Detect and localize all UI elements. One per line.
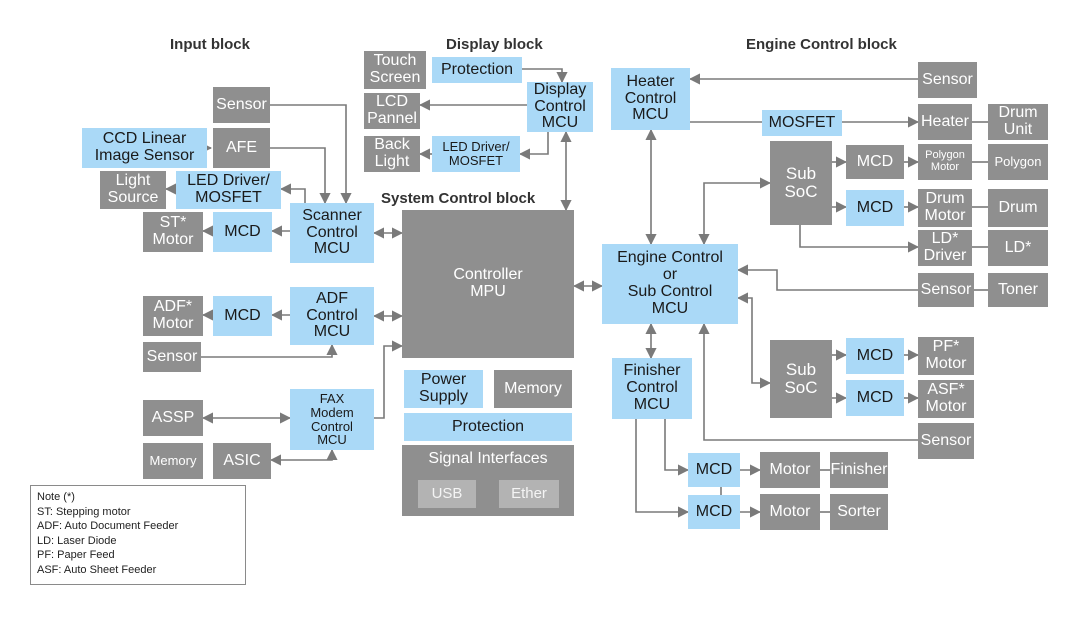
engine-sensor-bottom-box: Sensor — [918, 423, 974, 459]
engine-control-mcu-box: Engine Control or Sub Control MCU — [602, 244, 738, 324]
note-line-adf: ADF: Auto Document Feeder — [37, 520, 179, 532]
note-line-ld: LD: Laser Diode — [37, 534, 117, 547]
asic-box: ASIC — [213, 443, 271, 479]
display-protection-box: Protection — [432, 57, 522, 83]
afe-box: AFE — [213, 128, 270, 168]
engine-block-title: Engine Control block — [746, 36, 897, 53]
finisher-control-mcu-box: Finisher Control MCU — [612, 358, 692, 419]
adf-sensor-box: Sensor — [143, 342, 201, 372]
signal-interfaces-label: Signal Interfaces — [428, 450, 548, 467]
ld-box: LD* — [988, 230, 1048, 266]
display-block-title: Display block — [446, 36, 543, 53]
heater-box: Heater — [918, 104, 972, 140]
scanner-control-mcu-box: Scanner Control MCU — [290, 203, 374, 263]
controller-mpu-box: Controller MPU — [402, 210, 574, 358]
input-block-title: Input block — [170, 36, 250, 53]
mosfet-box: MOSFET — [762, 110, 842, 136]
mcd-asf-box: MCD — [846, 380, 904, 416]
polygon-box: Polygon — [988, 144, 1048, 180]
display-led-driver-box: LED Driver/ MOSFET — [432, 136, 520, 172]
power-supply-box: Power Supply — [404, 370, 483, 408]
mcd-pf-box: MCD — [846, 338, 904, 374]
scanner-led-driver-box: LED Driver/ MOSFET — [176, 171, 281, 209]
note-line-asf: ASF: Auto Sheet Feeder — [37, 563, 157, 576]
usb-box: USB — [418, 480, 476, 508]
polygon-motor-box: Polygon Motor — [918, 144, 972, 180]
touch-screen-box: Touch Screen — [364, 51, 426, 89]
motor-sorter-box: Motor — [760, 494, 820, 530]
sub-soc-bottom-box: Sub SoC — [770, 340, 832, 418]
system-protection-box: Protection — [404, 413, 572, 441]
ccd-image-sensor-box: CCD Linear Image Sensor — [82, 128, 207, 168]
back-light-box: Back Light — [364, 136, 420, 172]
st-motor-box: ST* Motor — [143, 212, 203, 252]
lcd-panel-box: LCD Pannel — [364, 93, 420, 129]
mcd-drum-box: MCD — [846, 190, 904, 226]
system-memory-box: Memory — [494, 370, 572, 408]
drum-unit-box: Drum Unit — [988, 104, 1048, 140]
adf-mcd-box: MCD — [213, 296, 272, 336]
heater-control-mcu-box: Heater Control MCU — [611, 68, 690, 130]
note-title: Note (*) — [37, 491, 75, 503]
abbreviation-note: Note (*) ST: Stepping motor ADF: Auto Do… — [30, 485, 246, 585]
ether-box: Ether — [499, 480, 559, 508]
assp-box: ASSP — [143, 400, 203, 436]
toner-box: Toner — [988, 273, 1048, 307]
pf-motor-box: PF* Motor — [918, 337, 974, 375]
scanner-mcd-box: MCD — [213, 212, 272, 252]
motor-finisher-box: Motor — [760, 452, 820, 488]
engine-sensor-top-box: Sensor — [918, 62, 977, 98]
ld-driver-box: LD* Driver — [918, 230, 972, 266]
toner-sensor-box: Sensor — [918, 273, 974, 307]
drum-motor-box: Drum Motor — [918, 189, 972, 227]
note-line-st: ST: Stepping motor — [37, 505, 131, 518]
drum-box: Drum — [988, 189, 1048, 227]
scanner-sensor-box: Sensor — [213, 87, 270, 123]
mcd-polygon-box: MCD — [846, 145, 904, 179]
system-block-title: System Control block — [381, 190, 536, 207]
adf-control-mcu-box: ADF Control MCU — [290, 287, 374, 345]
adf-motor-box: ADF* Motor — [143, 296, 203, 336]
asf-motor-box: ASF* Motor — [918, 380, 974, 418]
mcd-finisher-box: MCD — [688, 453, 740, 487]
mcd-sorter-box: MCD — [688, 495, 740, 529]
finisher-box: Finisher — [830, 452, 888, 488]
sub-soc-top-box: Sub SoC — [770, 141, 832, 225]
display-control-mcu-box: Display Control MCU — [527, 81, 593, 132]
fax-modem-mcu-box: FAX Modem Control MCU — [290, 389, 374, 450]
light-source-box: Light Source — [100, 171, 166, 209]
note-line-pf: PF: Paper Feed — [37, 549, 115, 561]
fax-memory-box: Memory — [143, 443, 203, 479]
sorter-box: Sorter — [830, 494, 888, 530]
